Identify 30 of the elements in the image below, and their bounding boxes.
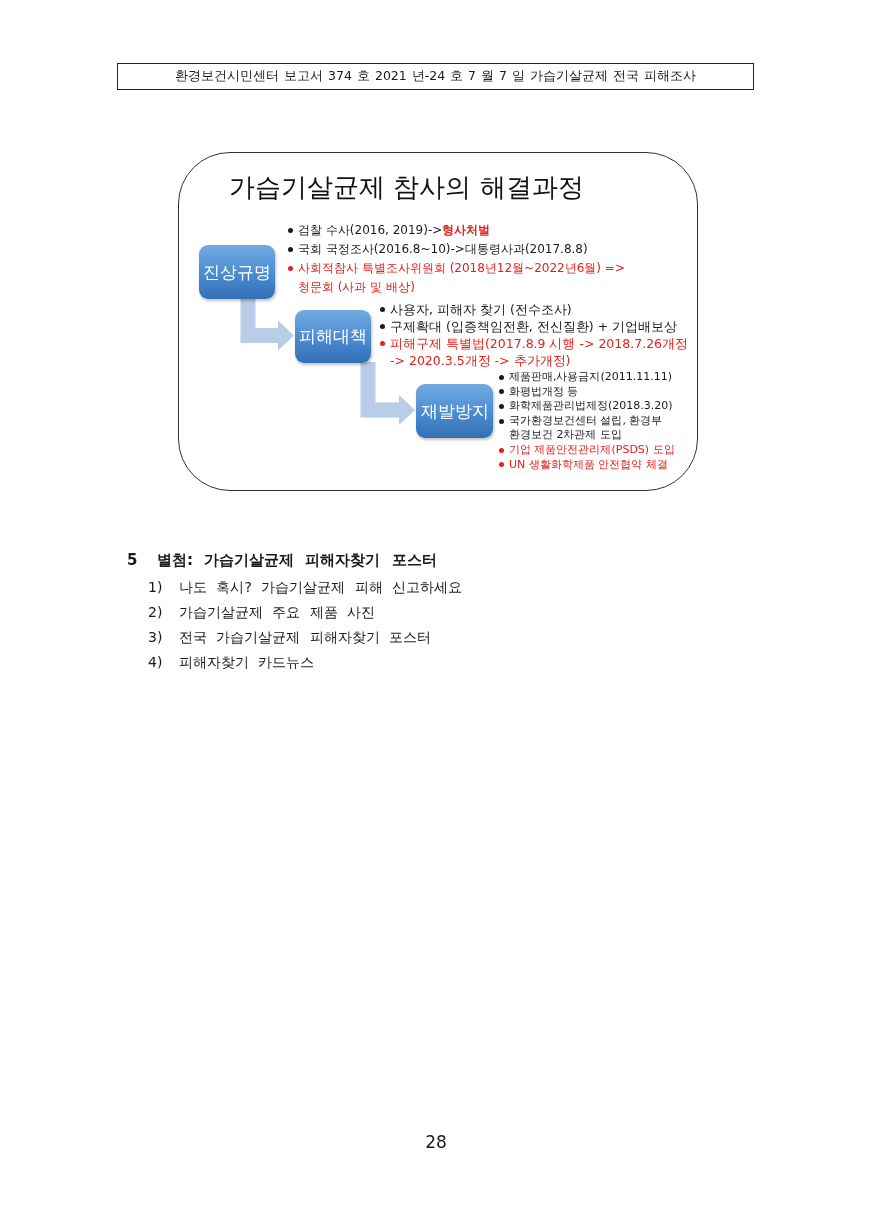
section-heading: 별첨: 가습기살균제 피해자찾기 포스터 [157,550,437,570]
arrow [240,298,294,351]
report-header: 환경보건시민센터 보고서 374 호 2021 년-24 호 7 월 7 일 가습기살균제 전국 피해조사 [117,63,754,90]
bullet-text: 기업 제품안전관리제(PSDS) 도입 [509,442,676,458]
process-box: 피해대책 [295,310,371,363]
bullet-text: 화평법개정 등 [509,384,580,400]
list-number: 1) [148,578,163,597]
list-number: 4) [148,653,163,672]
bullet-text: 검찰 수사(2016, 2019)->형사처벌 [298,222,492,239]
section-number: 5 [127,550,138,570]
bullet-text: 화학제품관리법제정(2018.3.20) [509,399,674,414]
bullet-text: 제품판매,사용금지(2011.11.11) [509,370,674,385]
list-item: 가습기살균제 주요 제품 사진 [179,603,376,622]
bullet-text: 국가환경보건센터 설립, 환경부 환경보건 2차관제 도입 [509,413,664,443]
page-number: 28 [424,1132,448,1152]
list-number: 3) [148,628,163,647]
bullet-text: 구제확대 (입증책임전환, 전신질환) + 기업배보상 [390,318,679,335]
bullet-text: 사용자, 피해자 찾기 (전수조사) [390,301,573,318]
process-box: 재발방지 [416,384,493,438]
bullet-text: 국회 국정조사(2016.8~10)->대통령사과(2017.8.8) [298,241,589,258]
bullet-text: UN 생활화학제품 안전협약 체결 [509,457,669,473]
panel-title: 가습기살균제 참사의 해결과정 [229,171,584,204]
list-item: 피해자찾기 카드뉴스 [179,653,315,672]
bullet-text: 피해구제 특별법(2017.8.9 시행 -> 2018.7.26개정 -> 2020.3.5개정 -> 추가개정) [390,335,690,369]
process-box: 진상규명 [199,245,275,299]
bullet-text: 사회적참사 특별조사위원회 (2018년12월~2022년6월) => 청문회 (사과 및 배상) [298,260,626,296]
list-number: 2) [148,603,163,622]
rounded-panel [178,152,698,491]
list-item: 전국 가습기살균제 피해자찾기 포스터 [179,628,432,647]
list-item: 나도 혹시? 가습기살균제 피해 신고하세요 [179,578,463,597]
